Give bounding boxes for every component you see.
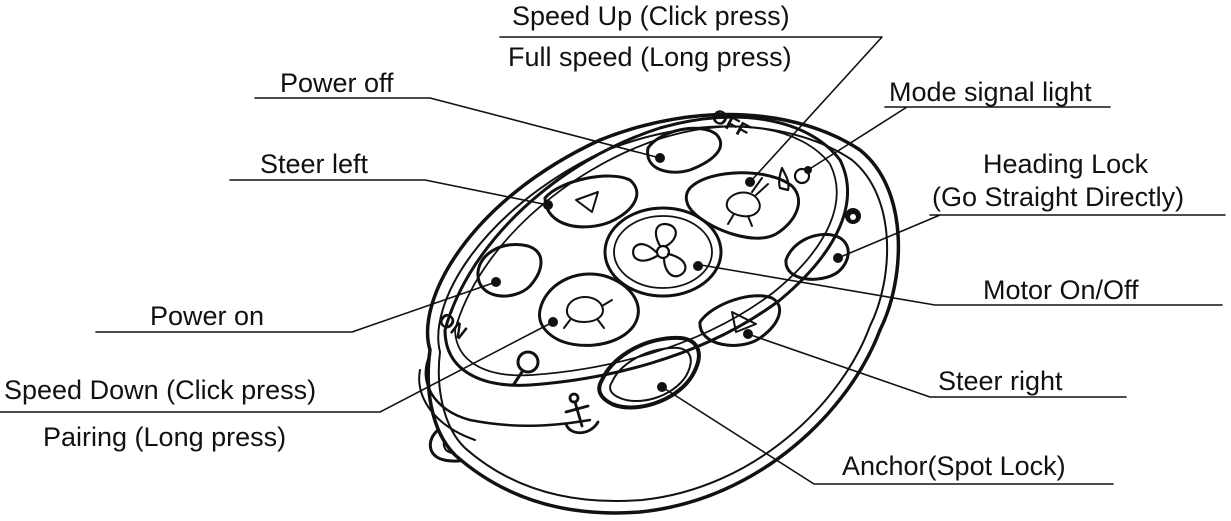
motor-button[interactable]: [603, 206, 723, 298]
device-face: [443, 115, 849, 387]
label-speed-down: Speed Down (Click press): [4, 375, 317, 405]
turtle-icon: [563, 296, 613, 329]
power-on-button[interactable]: [476, 243, 543, 298]
search-icon: [512, 350, 540, 386]
steer-left-button[interactable]: [543, 174, 639, 229]
heading-lock-button[interactable]: [784, 233, 850, 281]
triangle-left-icon: [575, 191, 599, 213]
label-motor-on-off: Motor On/Off: [983, 275, 1139, 305]
power-off-button[interactable]: [646, 126, 723, 174]
label-steer-right: Steer right: [938, 366, 1063, 396]
propeller-icon: [632, 222, 687, 278]
speed-down-button[interactable]: [538, 272, 640, 347]
anchor-icon: [564, 392, 600, 435]
label-pairing: Pairing (Long press): [43, 422, 287, 452]
label-heading-lock-2: (Go Straight Directly): [932, 182, 1185, 212]
label-power-on: Power on: [150, 301, 265, 331]
anchor-button[interactable]: [597, 335, 701, 410]
device-inner-shell: [437, 125, 889, 503]
label-mode-signal-light: Mode signal light: [889, 77, 1092, 107]
mode-signal-light: [793, 167, 811, 185]
label-steer-left: Steer left: [260, 149, 369, 179]
speed-up-button[interactable]: [684, 171, 801, 240]
label-speed-up: Speed Up (Click press): [512, 1, 790, 31]
lanyard-nub: [424, 353, 592, 428]
callout-lines: [0, 36, 1226, 485]
rabbit-icon: [725, 177, 769, 227]
triangle-right-icon: [731, 311, 757, 333]
rocket-icon: [778, 166, 790, 192]
label-anchor: Anchor(Spot Lock): [842, 451, 1066, 481]
callout-dots: [491, 153, 843, 392]
label-heading-lock-1: Heading Lock: [983, 149, 1149, 179]
label-full-speed: Full speed (Long press): [508, 42, 792, 72]
label-power-off: Power off: [280, 68, 394, 98]
heading-lock-icon: [845, 208, 861, 224]
device-outer-shell: [425, 112, 901, 515]
steer-right-button[interactable]: [698, 294, 782, 347]
